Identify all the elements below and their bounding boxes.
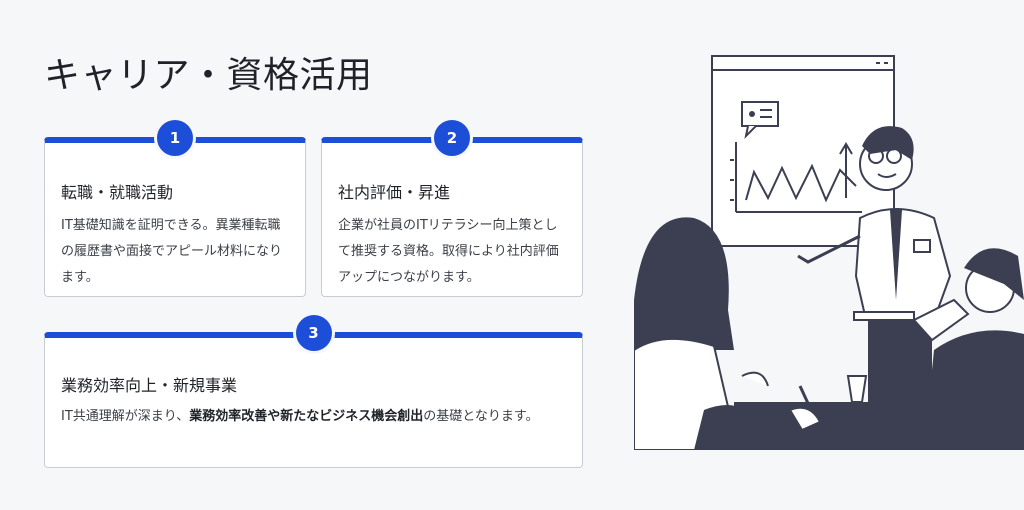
card-job-change: 1 転職・就職活動 IT基礎知識を証明できる。異業種転職の履歴書や面接でアピール…	[44, 117, 306, 297]
card-body-text: IT共通理解が深まり、	[61, 409, 190, 424]
card-body: IT基礎知識を証明できる。異業種転職の履歴書や面接でアピール材料になります。	[61, 218, 283, 285]
card-title: 転職・就職活動	[61, 183, 174, 202]
card-body: 企業が社員のITリテラシー向上策として推奨する資格。取得により社内評価アップにつ…	[338, 218, 559, 285]
attendee-man-figure	[912, 248, 1024, 450]
card-business-efficiency: 3 業務効率向上・新規事業 IT共通理解が深まり、業務効率改善や新たなビジネス機…	[44, 312, 583, 468]
speech-bubble-icon	[741, 101, 779, 140]
card-number-badge: 1	[154, 117, 196, 159]
card-body-emphasis: 業務効率改善や新たなビジネス機会創出	[189, 409, 424, 424]
card-number-badge: 2	[431, 117, 473, 159]
card-number-badge: 3	[292, 312, 335, 354]
card-body-text: の基礎となります。	[423, 409, 539, 424]
page-title: キャリア・資格活用	[44, 55, 373, 96]
chart-icon	[730, 142, 862, 213]
card-title: 業務効率向上・新規事業	[61, 376, 238, 395]
card-title: 社内評価・昇進	[338, 183, 451, 202]
card-internal-evaluation: 2 社内評価・昇進 企業が社員のITリテラシー向上策として推奨する資格。取得によ…	[321, 117, 583, 297]
presenter-figure	[797, 126, 952, 412]
card-body: IT共通理解が深まり、業務効率改善や新たなビジネス機会創出の基礎となります。	[61, 404, 568, 430]
table-icon	[734, 375, 934, 450]
presentation-illustration	[634, 55, 1024, 450]
